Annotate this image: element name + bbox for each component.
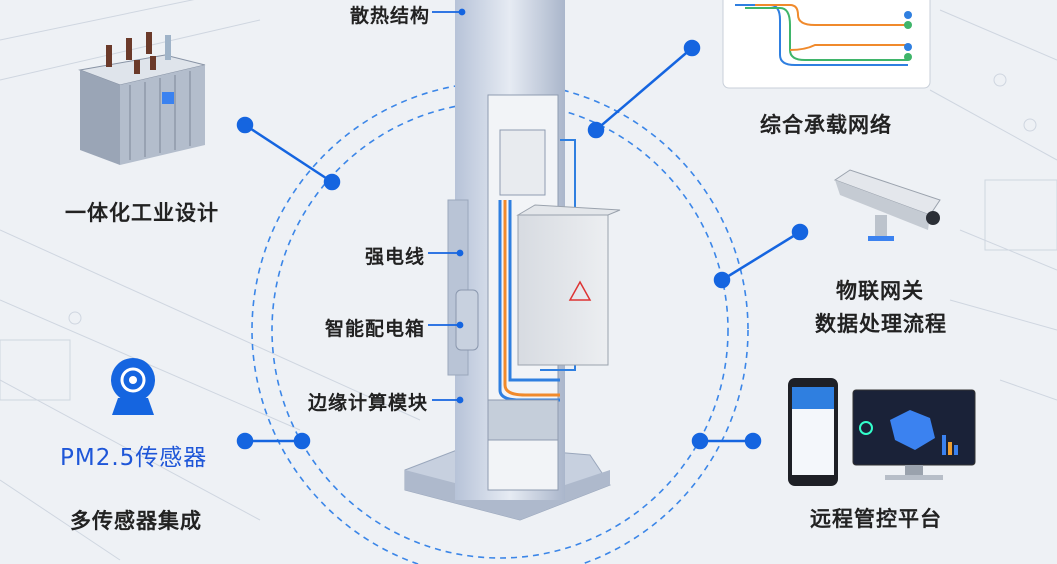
smart-pole [404,0,621,521]
label-remote-platform: 远程管控平台 [810,507,942,531]
transformer-icon [78,32,206,165]
label-iot-gateway: 物联网关 [836,279,924,303]
label-smart-distribution-box: 智能配电箱 [325,318,426,340]
label-multi-sensor: 多传感器集成 [70,509,202,533]
label-pm25-sensor: PM2.5传感器 [60,445,208,471]
label-heat-dissipation: 散热结构 [350,5,431,27]
pm25-sensor-icon [111,358,155,415]
label-edge-computing-module: 边缘计算模块 [308,392,429,414]
network-diagram-card [722,0,931,89]
pole-callout-lines [428,8,466,404]
label-industrial-design: 一体化工业设计 [65,201,219,225]
label-data-processing: 数据处理流程 [815,312,947,336]
remote-platform-devices [788,378,976,486]
dashed-ring-inner [271,101,729,559]
camera-icon [833,169,941,241]
label-power-cable: 强电线 [365,246,426,268]
label-carrier-network: 综合承载网络 [760,113,892,137]
feature-connectors [236,39,809,450]
